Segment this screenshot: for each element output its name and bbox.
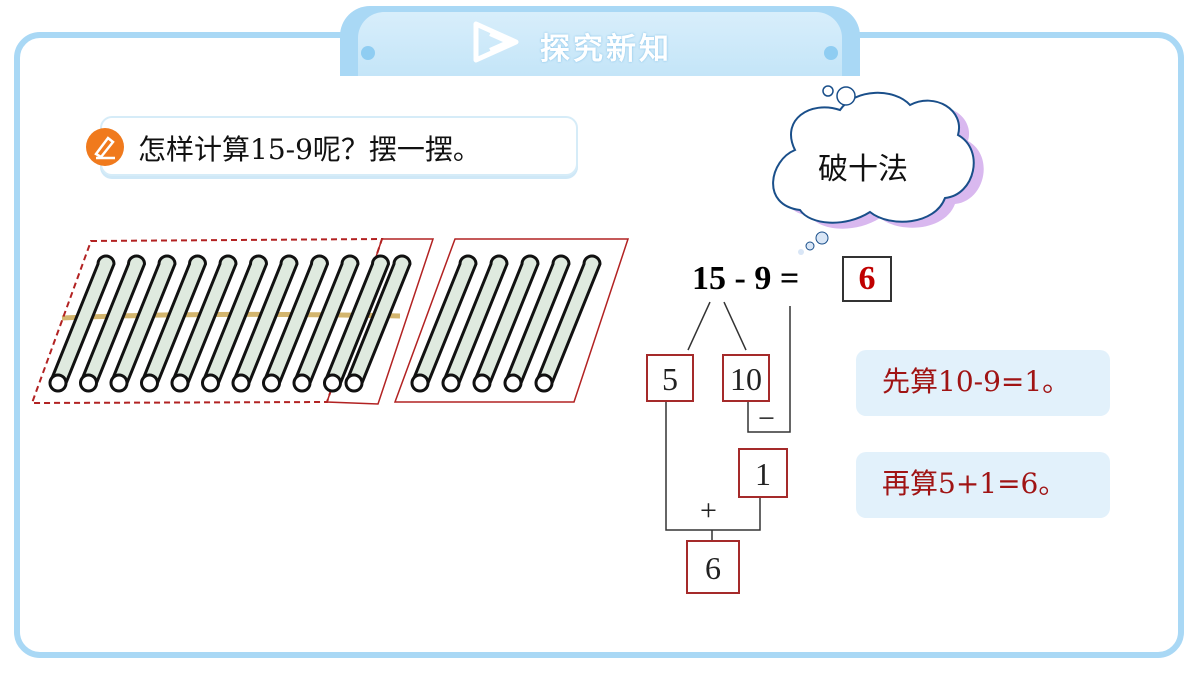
question-text: 怎样计算15-9呢？摆一摆。 <box>138 133 481 166</box>
loose-stick-end <box>410 373 430 393</box>
bundle-stick-end <box>231 373 251 393</box>
single-stick <box>344 254 412 384</box>
play-triangle-icon <box>473 21 519 63</box>
bundle-stick <box>201 254 269 384</box>
loose-stick-end <box>441 373 461 393</box>
pencil-icon <box>86 128 124 166</box>
bundle-stick-end <box>201 373 220 393</box>
plus-sign: + <box>700 494 717 527</box>
intermediate-box: 1 <box>738 448 788 498</box>
note-step-1: 先算10-9=1。 <box>856 350 1110 416</box>
bundle-stick-end <box>140 373 159 393</box>
bundle-stick-end <box>48 373 68 393</box>
decor-dot-right <box>824 46 838 60</box>
bundle-stick <box>79 254 147 384</box>
result-box: 6 <box>686 540 740 594</box>
single-stick-end <box>344 373 364 393</box>
minus-sign: − <box>758 402 775 435</box>
bundle-stick <box>48 254 116 384</box>
bundle-stick <box>323 254 391 384</box>
bundle-stick-end <box>79 373 98 393</box>
equation-answer: 6 <box>842 256 892 302</box>
loose-stick-end <box>503 373 523 393</box>
bundle-stick <box>292 254 360 384</box>
six-sticks-outline <box>393 238 630 403</box>
bundle-stick-end <box>323 373 342 393</box>
sticks-group <box>48 254 602 393</box>
loose-stick <box>503 254 571 384</box>
bubble-text: 破十法 <box>818 152 908 187</box>
decor-dot-left <box>361 46 375 60</box>
bundle-stick-end <box>262 373 281 393</box>
loose-stick <box>441 254 509 384</box>
loose-stick <box>472 254 540 384</box>
note-step-2: 再算5+1=6。 <box>856 452 1110 518</box>
loose-stick-end <box>472 373 492 393</box>
bundle-stick <box>262 254 330 384</box>
bundle-stick-end <box>170 373 190 393</box>
bundle-stick <box>231 254 299 384</box>
loose-stick-end <box>534 373 554 393</box>
loose-stick <box>410 254 478 384</box>
bundle-stick-end <box>109 373 129 393</box>
equation-text: 15 - 9 = <box>692 260 800 297</box>
bundle-stick <box>140 254 208 384</box>
part-a-box: 5 <box>646 354 694 402</box>
bundle-stick <box>170 254 238 384</box>
loose-stick <box>534 254 602 384</box>
header-tab <box>340 6 860 76</box>
header-title: 探究新知 <box>540 32 672 67</box>
part-b-box: 10 <box>722 354 770 402</box>
bundle-stick-end <box>292 373 312 393</box>
bundle-stick <box>109 254 177 384</box>
